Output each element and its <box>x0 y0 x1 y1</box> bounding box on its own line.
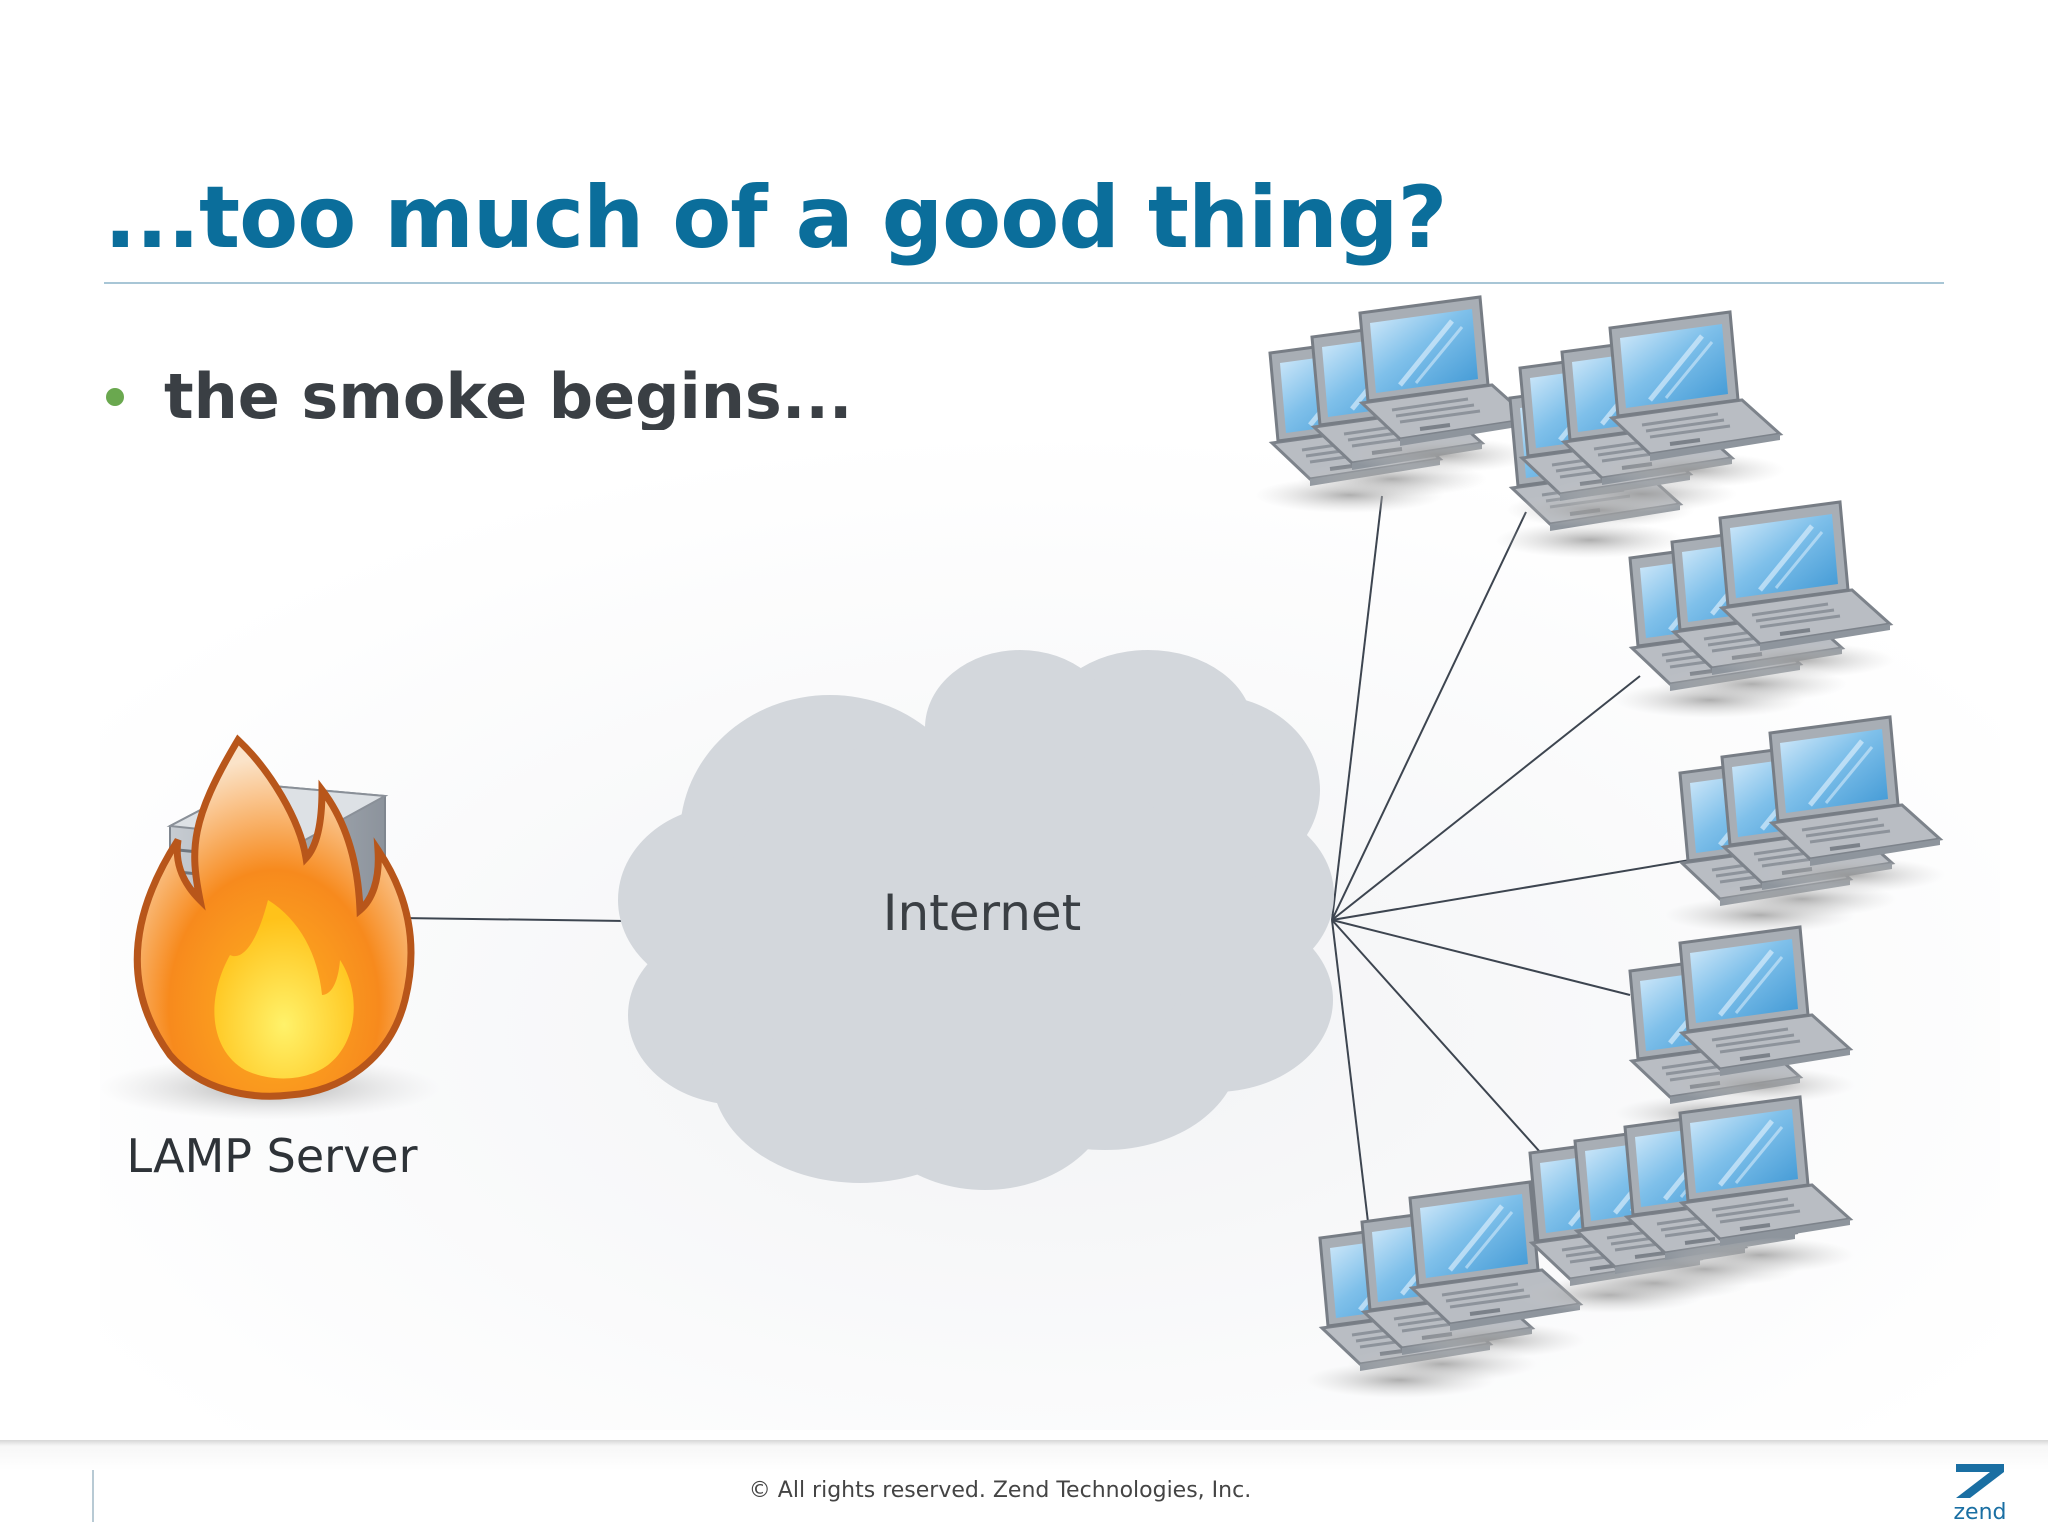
server-label: LAMP Server <box>126 1129 417 1183</box>
bullet-item: the smoke begins... <box>106 360 852 433</box>
bullet-dot-icon <box>106 387 124 406</box>
footer-divider <box>92 1470 94 1522</box>
slide-title: ...too much of a good thing? <box>104 168 1447 268</box>
bullet-text: the smoke begins... <box>164 360 853 433</box>
cloud-icon <box>618 650 1334 1190</box>
footer-bar <box>0 1440 2048 1536</box>
zend-logo-icon <box>1956 1464 2004 1498</box>
connection-lines <box>399 495 1691 1223</box>
logo-text: zend <box>1953 1500 2007 1525</box>
fire-icon <box>133 734 415 1100</box>
title-divider <box>104 282 1944 284</box>
cloud-label: Internet <box>883 884 1082 942</box>
copyright-text: © All rights reserved. Zend Technologies… <box>748 1478 1252 1503</box>
